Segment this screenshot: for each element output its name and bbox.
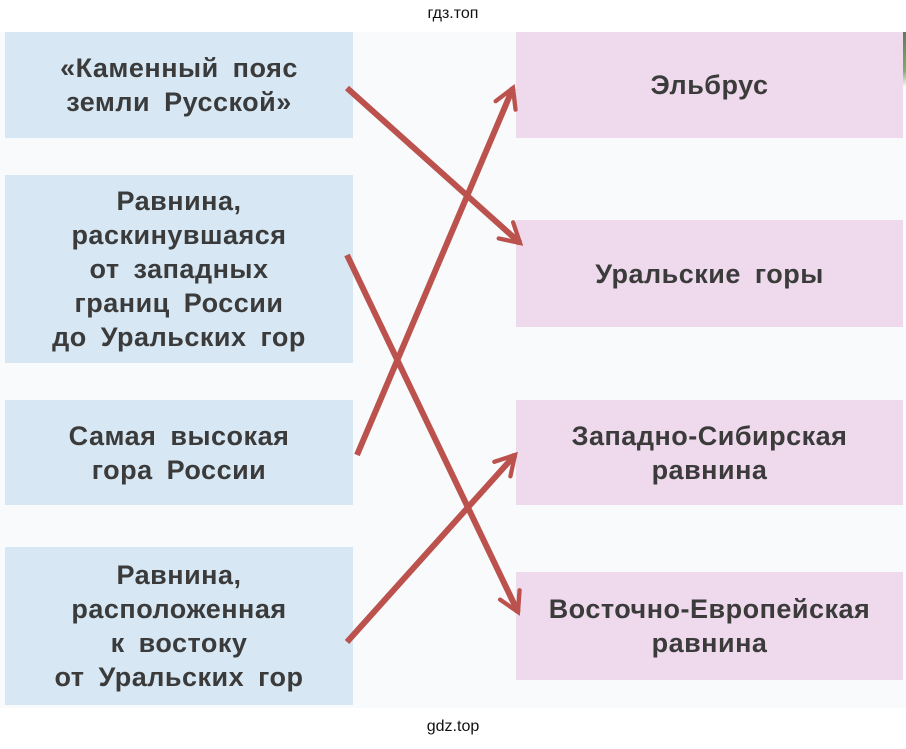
- left-item-1: «Каменный пояс земли Русской»: [5, 32, 353, 138]
- right-item-2: Уральские горы: [516, 220, 903, 327]
- match-arrow-2: [344, 253, 522, 616]
- right-item-3: Западно-Сибирская равнина: [516, 400, 903, 505]
- match-arrow-4: [344, 451, 518, 645]
- right-item-1: Эльбрус: [516, 32, 903, 138]
- match-arrow-1: [344, 85, 524, 246]
- left-item-4: Равнина, расположенная к востоку от Урал…: [5, 547, 353, 705]
- watermark-bottom: gdz.top: [426, 718, 480, 735]
- left-item-2: Равнина, раскинувшаяся от западных грани…: [5, 175, 353, 363]
- right-item-4: Восточно-Европейская равнина: [516, 572, 903, 680]
- watermark-top: гдз.топ: [427, 5, 479, 22]
- left-item-3: Самая высокая гора России: [5, 400, 353, 505]
- match-arrow-3: [354, 83, 518, 457]
